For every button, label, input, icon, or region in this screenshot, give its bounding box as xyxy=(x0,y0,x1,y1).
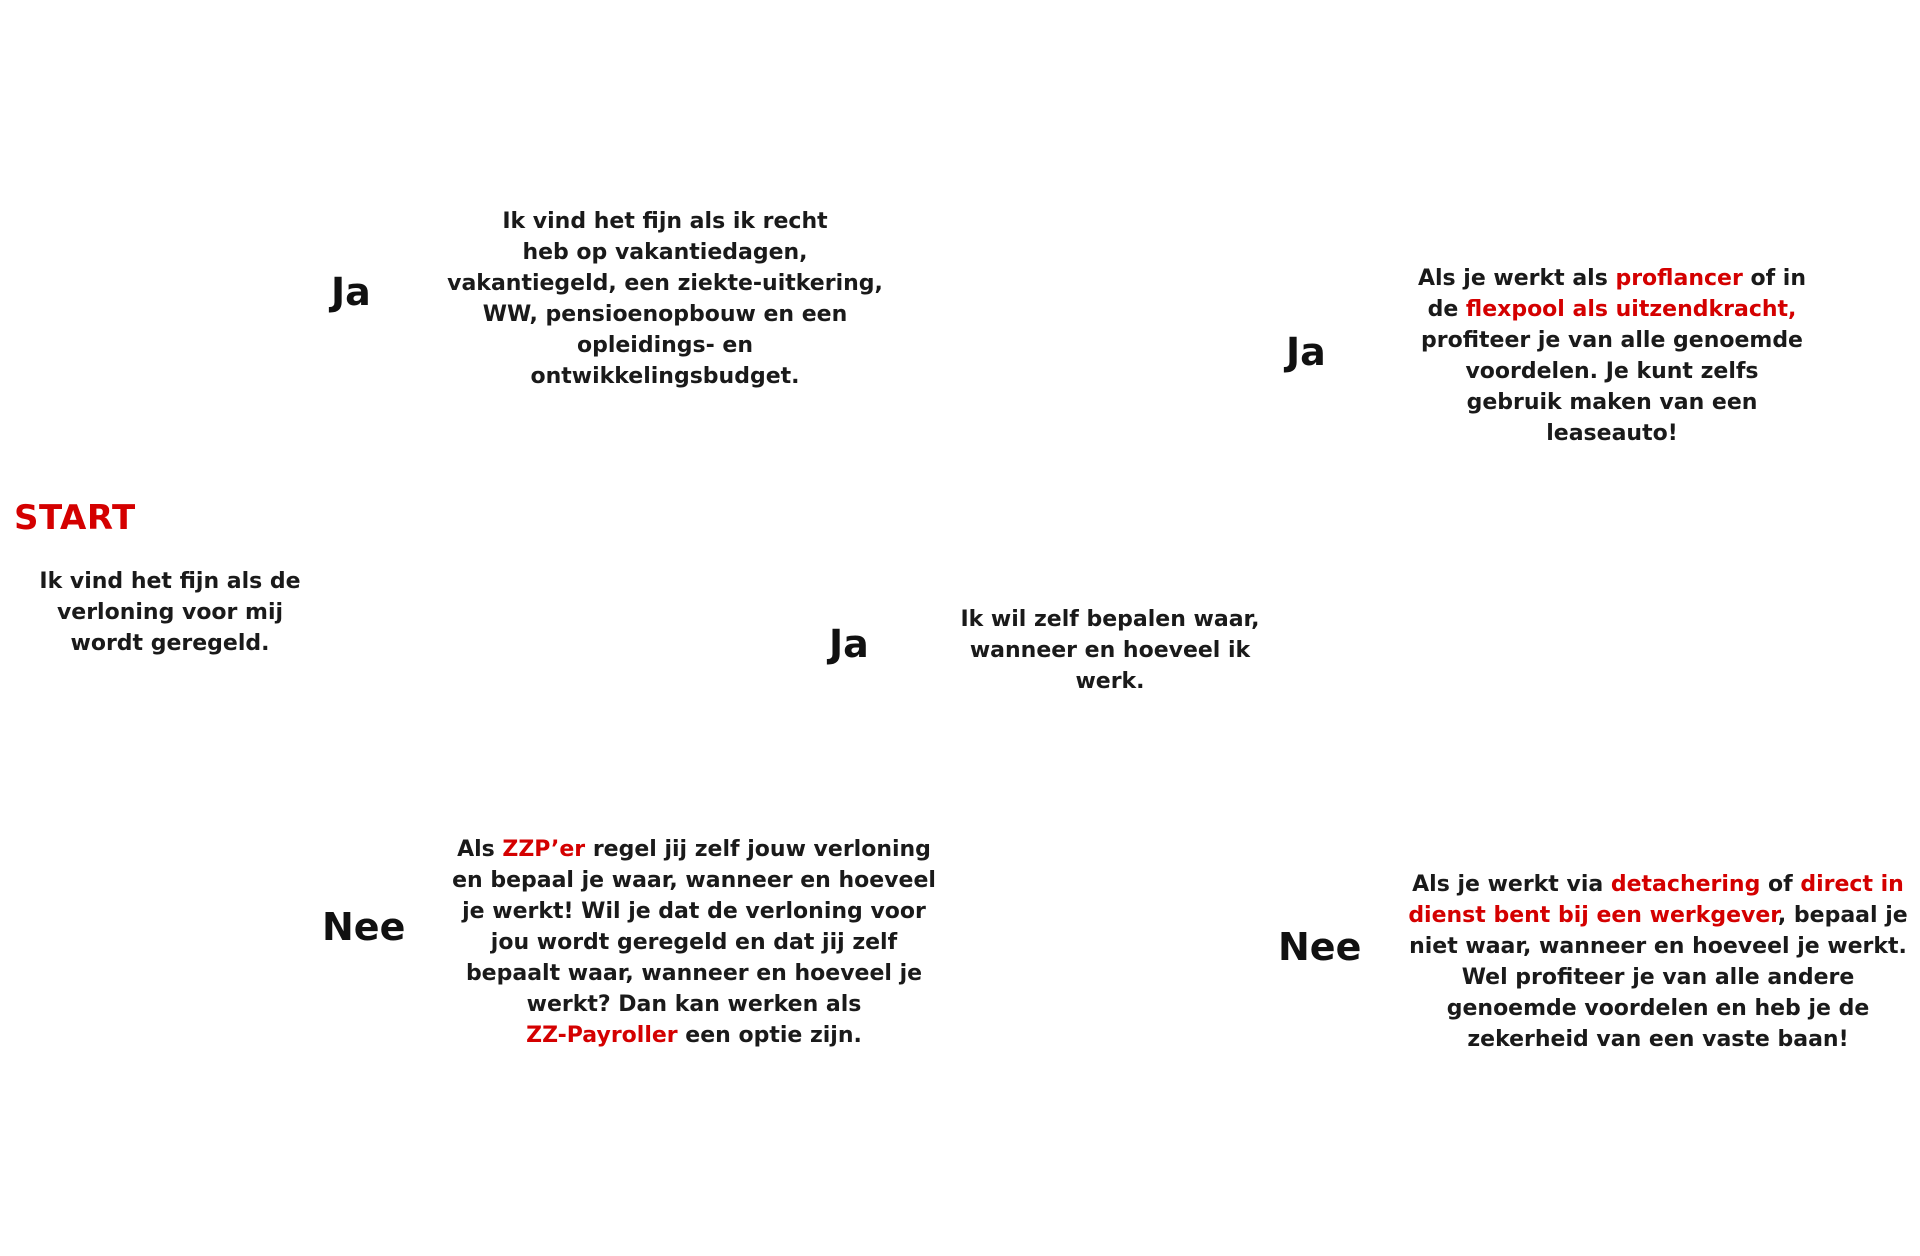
highlight-detachering: detachering xyxy=(1610,872,1761,897)
answer-nee-bottom: Nee xyxy=(322,905,406,949)
start-label: START xyxy=(14,498,136,538)
outcome-detachering: Als je werkt via detachering of direct i… xyxy=(1408,869,1908,1055)
question-zelf-bepalen-line-1: Ik wil zelf bepalen waar, xyxy=(960,607,1260,632)
start-question: Ik vind het fijn als de verloning voor m… xyxy=(30,566,310,659)
question-vakantiedagen-line-2: heb op vakantiedagen, xyxy=(522,240,808,265)
outcome-proflancer-line-6: leaseauto! xyxy=(1546,421,1678,446)
outcome-proflancer-line-3: profiteer je van alle genoemde xyxy=(1421,328,1803,353)
outcome-zzp: Als ZZP’er regel jij zelf jouw verloning… xyxy=(444,834,944,1051)
highlight-direct-in: direct in xyxy=(1800,872,1904,897)
highlight-flexpool: flexpool als uitzendkracht, xyxy=(1465,297,1797,322)
question-vakantiedagen-line-3: vakantiegeld, een ziekte-uitkering, xyxy=(447,271,883,296)
outcome-zzp-line-4: jou wordt geregeld en dat jij zelf xyxy=(490,930,898,955)
outcome-detachering-line-2: dienst bent bij een werkgever, bepaal je xyxy=(1408,903,1908,928)
start-question-line-1: Ik vind het fijn als de xyxy=(39,569,301,594)
outcome-proflancer-line-5: gebruik maken van een xyxy=(1466,390,1758,415)
outcome-detachering-line-1: Als je werkt via detachering of direct i… xyxy=(1412,872,1904,897)
outcome-zzp-line-3: je werkt! Wil je dat de verloning voor xyxy=(462,899,926,924)
answer-ja-top: Ja xyxy=(331,270,371,314)
answer-ja-middle: Ja xyxy=(829,622,869,666)
answer-nee-outcome: Nee xyxy=(1278,925,1362,969)
outcome-detachering-line-5: genoemde voordelen en heb je de xyxy=(1446,996,1870,1021)
outcome-proflancer-line-2: de flexpool als uitzendkracht, xyxy=(1427,297,1797,322)
outcome-zzp-line-6: werkt? Dan kan werken als xyxy=(526,992,862,1017)
start-question-line-2: verloning voor mij xyxy=(56,600,284,625)
start-question-line-3: wordt geregeld. xyxy=(70,631,270,656)
outcome-zzp-line-7: ZZ-Payroller een optie zijn. xyxy=(526,1023,862,1048)
outcome-zzp-line-5: bepaalt waar, wanneer en hoeveel je xyxy=(465,961,923,986)
outcome-proflancer-line-1: Als je werkt als proflancer of in xyxy=(1417,266,1807,291)
question-zelf-bepalen-line-3: werk. xyxy=(1075,669,1145,694)
highlight-proflancer: proflancer xyxy=(1615,266,1743,291)
question-vakantiedagen-line-4: WW, pensioenopbouw en een xyxy=(482,302,848,327)
question-vakantiedagen-line-1: Ik vind het fijn als ik recht xyxy=(502,209,828,234)
highlight-dienst-werkgever: dienst bent bij een werkgever xyxy=(1408,903,1778,928)
outcome-proflancer-line-4: voordelen. Je kunt zelfs xyxy=(1465,359,1759,384)
outcome-detachering-line-4: Wel profiteer je van alle andere xyxy=(1461,965,1855,990)
question-zelf-bepalen: Ik wil zelf bepalen waar, wanneer en hoe… xyxy=(960,604,1260,697)
highlight-zz-payroller: ZZ-Payroller xyxy=(526,1023,678,1048)
outcome-detachering-line-3: niet waar, wanneer en hoeveel je werkt. xyxy=(1409,934,1907,959)
outcome-detachering-line-6: zekerheid van een vaste baan! xyxy=(1467,1027,1849,1052)
outcome-proflancer: Als je werkt als proflancer of in de fle… xyxy=(1412,263,1812,449)
outcome-zzp-line-2: en bepaal je waar, wanneer en hoeveel xyxy=(452,868,936,893)
question-vakantiedagen-line-6: ontwikkelingsbudget. xyxy=(530,364,800,389)
question-zelf-bepalen-line-2: wanneer en hoeveel ik xyxy=(969,638,1251,663)
highlight-zzper: ZZP’er xyxy=(502,837,586,862)
question-vakantiedagen: Ik vind het fijn als ik recht heb op vak… xyxy=(440,206,890,392)
question-vakantiedagen-line-5: opleidings- en xyxy=(576,333,754,358)
outcome-zzp-line-1: Als ZZP’er regel jij zelf jouw verloning xyxy=(457,837,931,862)
answer-ja-outcome: Ja xyxy=(1286,330,1326,374)
